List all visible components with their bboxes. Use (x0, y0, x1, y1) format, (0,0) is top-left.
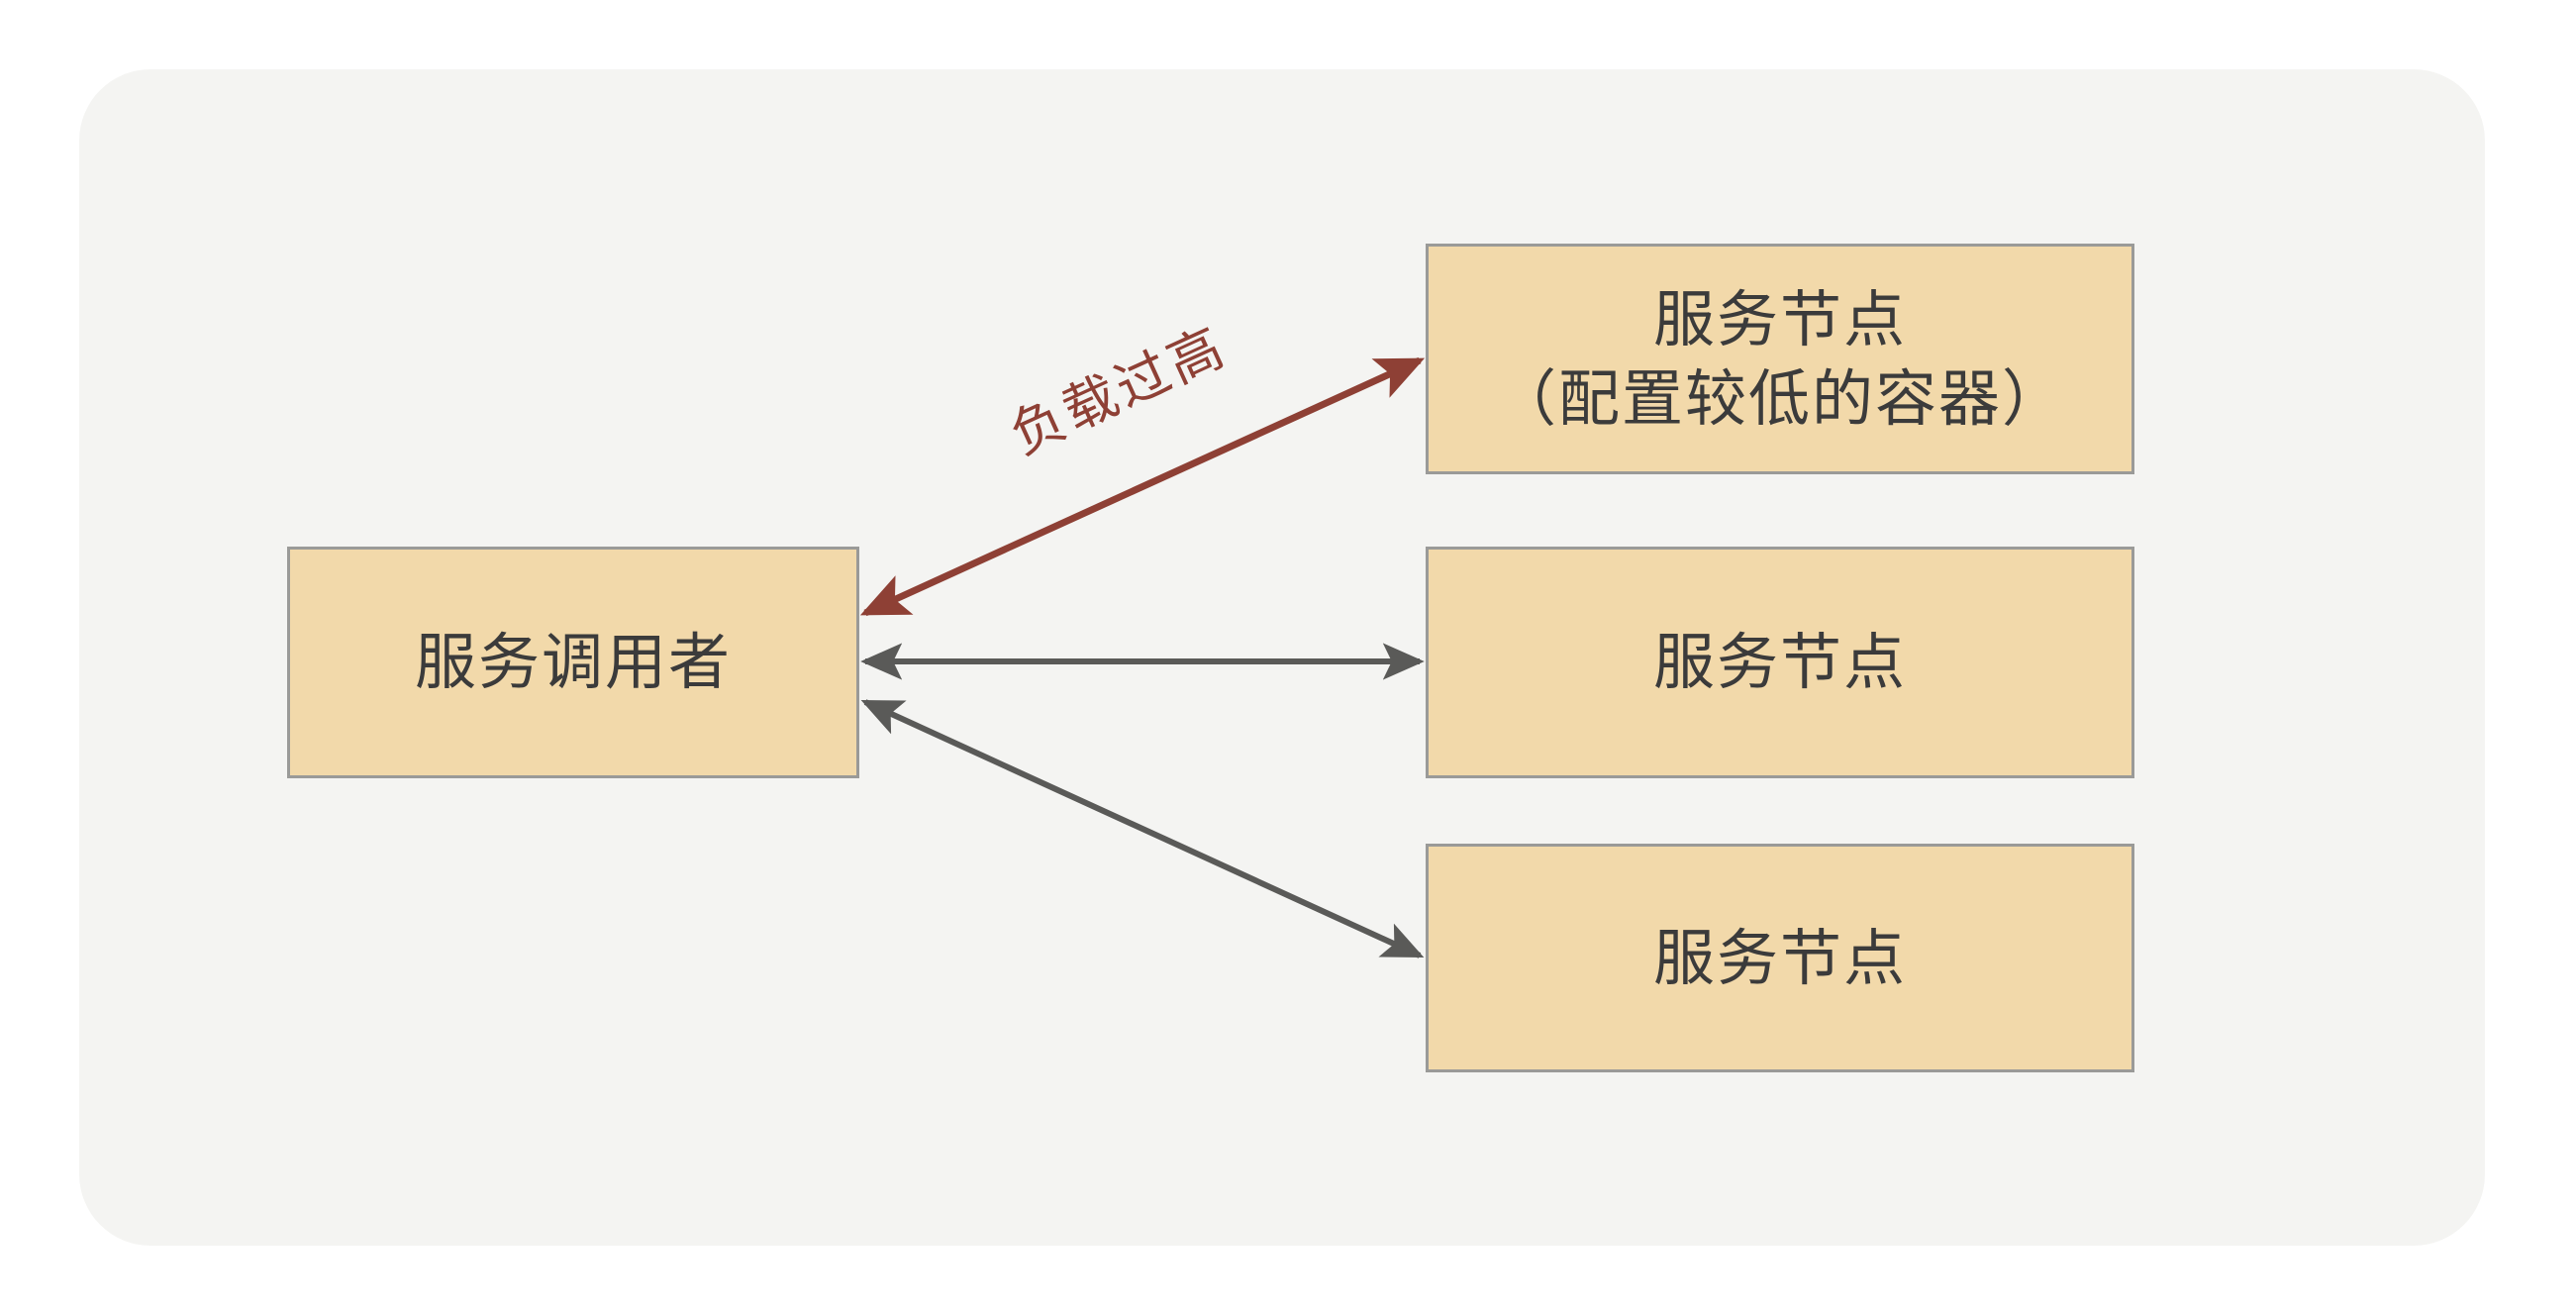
service-caller-node-label: 服务调用者 (414, 626, 732, 699)
service-node-low-spec-title: 服务节点 (1652, 283, 1907, 356)
service-node-low-spec[interactable]: 服务节点 （配置较低的容器） (1426, 244, 2134, 474)
service-node-third[interactable]: 服务节点 (1426, 844, 2134, 1072)
service-node-low-spec-subtitle: （配置较低的容器） (1494, 361, 2065, 435)
service-node-second-label: 服务节点 (1652, 626, 1907, 699)
service-node-second[interactable]: 服务节点 (1426, 547, 2134, 778)
service-node-third-label: 服务节点 (1652, 921, 1907, 994)
service-caller-node[interactable]: 服务调用者 (287, 547, 859, 778)
